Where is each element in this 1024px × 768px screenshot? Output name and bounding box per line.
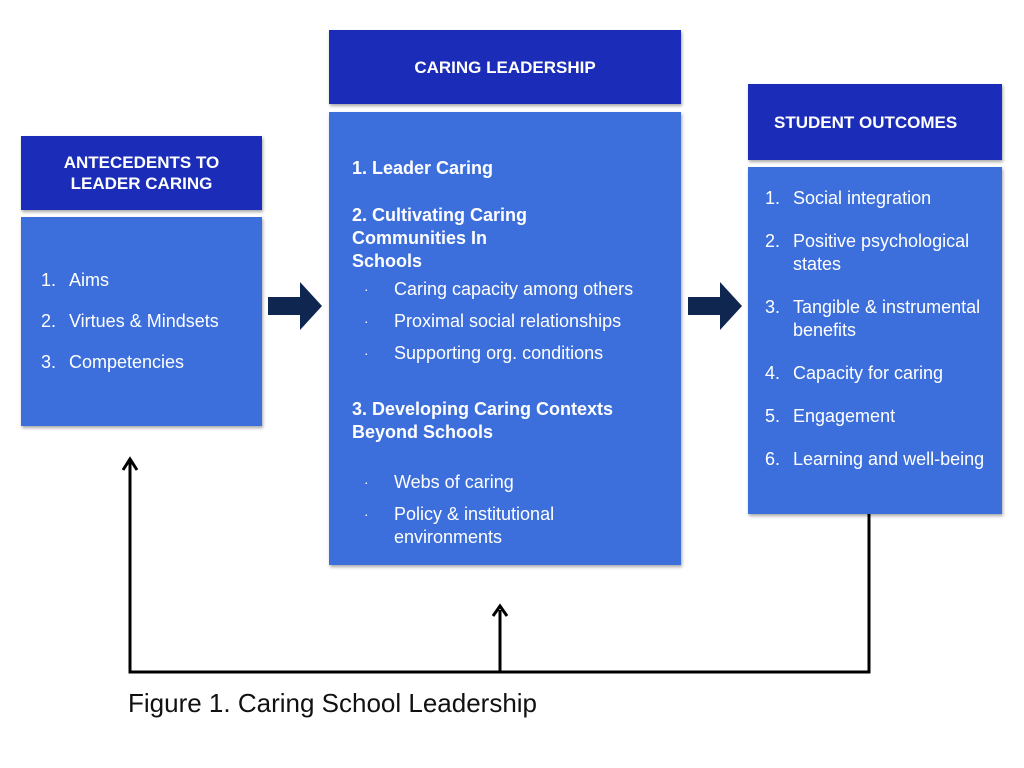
bullet-item: · Proximal social relationships — [364, 310, 664, 333]
item-number: 1. — [41, 270, 57, 290]
item-label: Competencies — [69, 352, 185, 372]
caring-leadership-title: CARING LEADERSHIP — [414, 57, 596, 77]
bullet-label: Policy & institutional environments — [394, 504, 555, 547]
item-label: Social integration — [793, 188, 932, 208]
section-heading: 3. Developing Caring Contexts Beyond Sch… — [352, 399, 614, 442]
up-arrow-icon — [491, 603, 509, 617]
list-item: 4. Capacity for caring — [765, 362, 995, 385]
bullet-icon: · — [364, 474, 369, 490]
antecedents-box: 1. Aims 2. Virtues & Mindsets 3. Competenci… — [21, 217, 262, 426]
up-arrow-icon — [121, 456, 139, 471]
item-label: Engagement — [793, 406, 896, 426]
item-label: Aims — [69, 270, 109, 290]
item-number: 2. — [41, 311, 57, 331]
bullet-item: · Webs of caring — [364, 471, 664, 494]
list-item: 2. Positive psychological states — [765, 230, 993, 276]
list-item: 2. Virtues & Mindsets — [41, 310, 219, 333]
student-outcomes-box: 1. Social integration 2. Positive psycholo… — [748, 167, 1002, 514]
list-item: 1. Social integration — [765, 187, 995, 210]
list-item: 3. Tangible & instrumental benefits — [765, 296, 1003, 342]
section2-bullets: · Caring capacity among others · Proximal … — [364, 278, 664, 374]
item-label: Positive psychological states — [793, 231, 970, 274]
item-number: 2. — [765, 231, 781, 251]
student-outcomes-header: STUDENT OUTCOMES — [748, 84, 1002, 160]
caring-leadership-header: CARING LEADERSHIP — [329, 30, 681, 104]
list-item: 6. Learning and well-being — [765, 448, 993, 471]
item-label: Tangible & instrumental benefits — [793, 297, 981, 340]
bullet-item: · Caring capacity among others — [364, 278, 664, 301]
section-heading: 1. Leader Caring — [352, 158, 494, 178]
bullet-icon: · — [364, 506, 369, 522]
antecedents-title: ANTECEDENTS TO LEADER CARING — [63, 153, 220, 193]
item-label: Capacity for caring — [793, 363, 944, 383]
antecedents-header: ANTECEDENTS TO LEADER CARING — [21, 136, 262, 210]
item-number: 5. — [765, 406, 781, 426]
antecedents-list: 1. Aims 2. Virtues & Mindsets 3. Competenci… — [41, 269, 219, 392]
item-number: 4. — [765, 363, 781, 383]
bullet-item: · Policy & institutional environments — [364, 503, 584, 549]
item-number: 3. — [41, 352, 57, 372]
right-arrow-icon — [688, 282, 742, 330]
list-item: 5. Engagement — [765, 405, 995, 428]
student-outcomes-list: 1. Social integration 2. Positive psycholo… — [765, 187, 995, 491]
section3-bullets: · Webs of caring · Policy & institutional … — [364, 471, 664, 558]
bullet-label: Proximal social relationships — [394, 311, 622, 331]
bullet-icon: · — [364, 281, 369, 297]
bullet-icon: · — [364, 345, 369, 361]
student-outcomes-title: STUDENT OUTCOMES — [774, 112, 958, 132]
item-number: 3. — [765, 297, 781, 317]
section-heading: 2. Cultivating Caring Communities In Sch… — [352, 205, 528, 271]
list-item: 1. Aims — [41, 269, 219, 292]
bullet-label: Caring capacity among others — [394, 279, 634, 299]
bullet-icon: · — [364, 313, 369, 329]
bullet-label: Supporting org. conditions — [394, 343, 604, 363]
caring-leadership-box: 1. Leader Caring 2. Cultivating Caring C… — [329, 112, 681, 565]
item-label: Learning and well-being — [793, 449, 985, 469]
list-item: 3. Competencies — [41, 351, 219, 374]
bullet-label: Webs of caring — [394, 472, 514, 492]
item-number: 6. — [765, 449, 781, 469]
right-arrow-icon — [268, 282, 322, 330]
item-label: Virtues & Mindsets — [69, 311, 219, 331]
item-number: 1. — [765, 188, 781, 208]
bullet-item: · Supporting org. conditions — [364, 342, 664, 365]
figure-caption: Figure 1. Caring School Leadership — [128, 688, 538, 718]
